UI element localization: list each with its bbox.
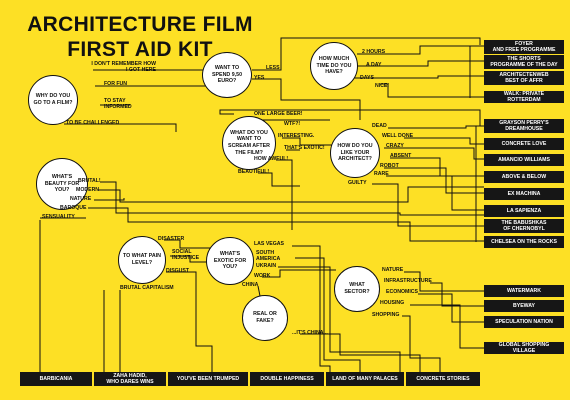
answer-brutal: BRUTAL! (78, 178, 101, 184)
answer-stay-informed: TO STAY INFORMED (104, 98, 132, 110)
film-palaces: LAND OF MANY PALACES (326, 372, 404, 386)
answer-a-day: A DAY (366, 62, 382, 68)
film-trumped: YOU'VE BEEN TRUMPED (168, 372, 248, 386)
answer-challenged: TO BE CHALLENGED (66, 120, 120, 126)
film-foyer: FOYER AND FREE PROGRAMME (484, 40, 564, 54)
film-ex-machina: EX MACHINA (484, 188, 564, 200)
film-concrete-stories: CONCRETE STORIES (406, 372, 480, 386)
answer-absent: ABSENT (390, 153, 412, 159)
film-grayson: GRAYSON PERRY'S DREAMHOUSE (484, 119, 564, 133)
answer-nature-beauty: NATURE (70, 196, 92, 202)
answer-las-vegas: LAS VEGAS (254, 241, 284, 247)
answer-wtf: WTF?! (284, 121, 301, 127)
poster-title-line1: ARCHITECTURE FILM (27, 13, 253, 36)
answer-work: WORK (254, 273, 271, 279)
question-spend: WANT TO SPEND 9,50 EURO? (202, 52, 252, 98)
film-global-shopping: GLOBAL SHOPPING VILLAGE (484, 342, 564, 354)
answer-thats-exotic: THAT'S EXOTIC! (284, 145, 325, 151)
answer-well-done: WELL DONE (382, 133, 414, 139)
poster-title-line2: FIRST AID KIT (67, 38, 213, 61)
answer-less: LESS (266, 65, 280, 71)
answer-brutal-capitalism: BRUTAL CAPITALISM (120, 285, 174, 291)
answer-ukrain: UKRAIN (256, 263, 277, 269)
answer-housing: HOUSING (380, 300, 405, 306)
answer-dont-remember: I DON'T REMEMBER HOW I GOT HERE (91, 61, 156, 73)
answer-nature-sector: NATURE (382, 267, 404, 273)
question-real-fake: REAL OR FAKE? (242, 295, 288, 341)
film-walk: WALK: PRIVATE ROTTERDAM (484, 91, 564, 103)
answer-interesting: INTERESTING. (278, 133, 315, 139)
film-chelsea: CHELSEA ON THE ROCKS (484, 236, 564, 248)
film-barbicania: BARBICANIA (20, 372, 92, 386)
film-la-sapienza: LA SAPIENZA (484, 205, 564, 217)
answer-how-awful: HOW AWFUL! (254, 156, 289, 162)
answer-yes: YES (254, 75, 265, 81)
film-speculation: SPECULATION NATION (484, 316, 564, 328)
answer-crazy: CRAZY (386, 143, 404, 149)
answer-one-large-beer: ONE LARGE BEER! (254, 111, 303, 117)
answer-social-injustice: SOCIAL INJUSTICE (172, 249, 200, 261)
film-watermark: WATERMARK (484, 285, 564, 297)
answer-robot: ROBOT (380, 163, 399, 169)
film-concrete-love: CONCRETE LOVE (484, 138, 564, 150)
answer-economics: ECONOMICS (386, 289, 418, 295)
answer-beautiful: BEAUTIFUL! (238, 169, 270, 175)
film-zaha: ZAHA HADID, WHO DARES WINS (94, 372, 166, 386)
answer-south-america: SOUTH AMERICA (256, 250, 281, 262)
question-sector: WHAT SECTOR? (334, 266, 380, 312)
answer-for-fun: FOR FUN (104, 81, 128, 87)
film-byeway: BYEWAY (484, 300, 564, 312)
answer-guilty: GUILTY (348, 180, 367, 186)
question-scream: WHAT DO YOU WANT TO SCREAM AFTER THE FIL… (222, 116, 276, 170)
film-architectenweb: ARCHITECTENWEB BEST OF AFFR (484, 71, 564, 85)
answer-infrastructure: INFRASTRUCTURE (384, 278, 432, 284)
answer-dead: DEAD (372, 123, 387, 129)
answer-shopping: SHOPPING (372, 312, 400, 318)
question-time: HOW MUCH TIME DO YOU HAVE? (310, 42, 358, 90)
answer-sensuality: SENSUALITY (42, 214, 75, 220)
answer-disgust: DISGUST (166, 268, 190, 274)
answer-modern: MODERN (76, 187, 100, 193)
question-like-architect: HOW DO YOU LIKE YOUR ARCHITECT? (330, 128, 380, 178)
question-exotic: WHAT'S EXOTIC FOR YOU? (206, 237, 254, 285)
answer-two-hours: 2 HOURS (362, 49, 386, 55)
question-why-film: WHY DO YOU GO TO A FILM? (28, 75, 78, 125)
film-babushkas: THE BABUSHKAS OF CHERNOBYL (484, 219, 564, 233)
film-above-below: ABOVE & BELOW (484, 171, 564, 183)
answer-its-china: ...IT'S CHINA... (292, 330, 328, 336)
answer-disaster: DISASTER (158, 236, 185, 242)
answer-baroque: BAROQUE (60, 205, 87, 211)
film-shorts: THE SHORTS PROGRAMME OF THE DAY (484, 55, 564, 69)
question-beauty: WHAT'S BEAUTY FOR YOU? (36, 158, 88, 210)
film-amancio: AMANCIO WILLIAMS (484, 154, 564, 166)
answer-china: CHINA (242, 282, 259, 288)
film-double-happiness: DOUBLE HAPPINESS (250, 372, 324, 386)
answer-days: DAYS (360, 75, 374, 81)
answer-rare: RARE (374, 171, 389, 177)
answer-nice: NICE! (375, 83, 390, 89)
question-pain: TO WHAT PAIN LEVEL? (118, 236, 166, 284)
